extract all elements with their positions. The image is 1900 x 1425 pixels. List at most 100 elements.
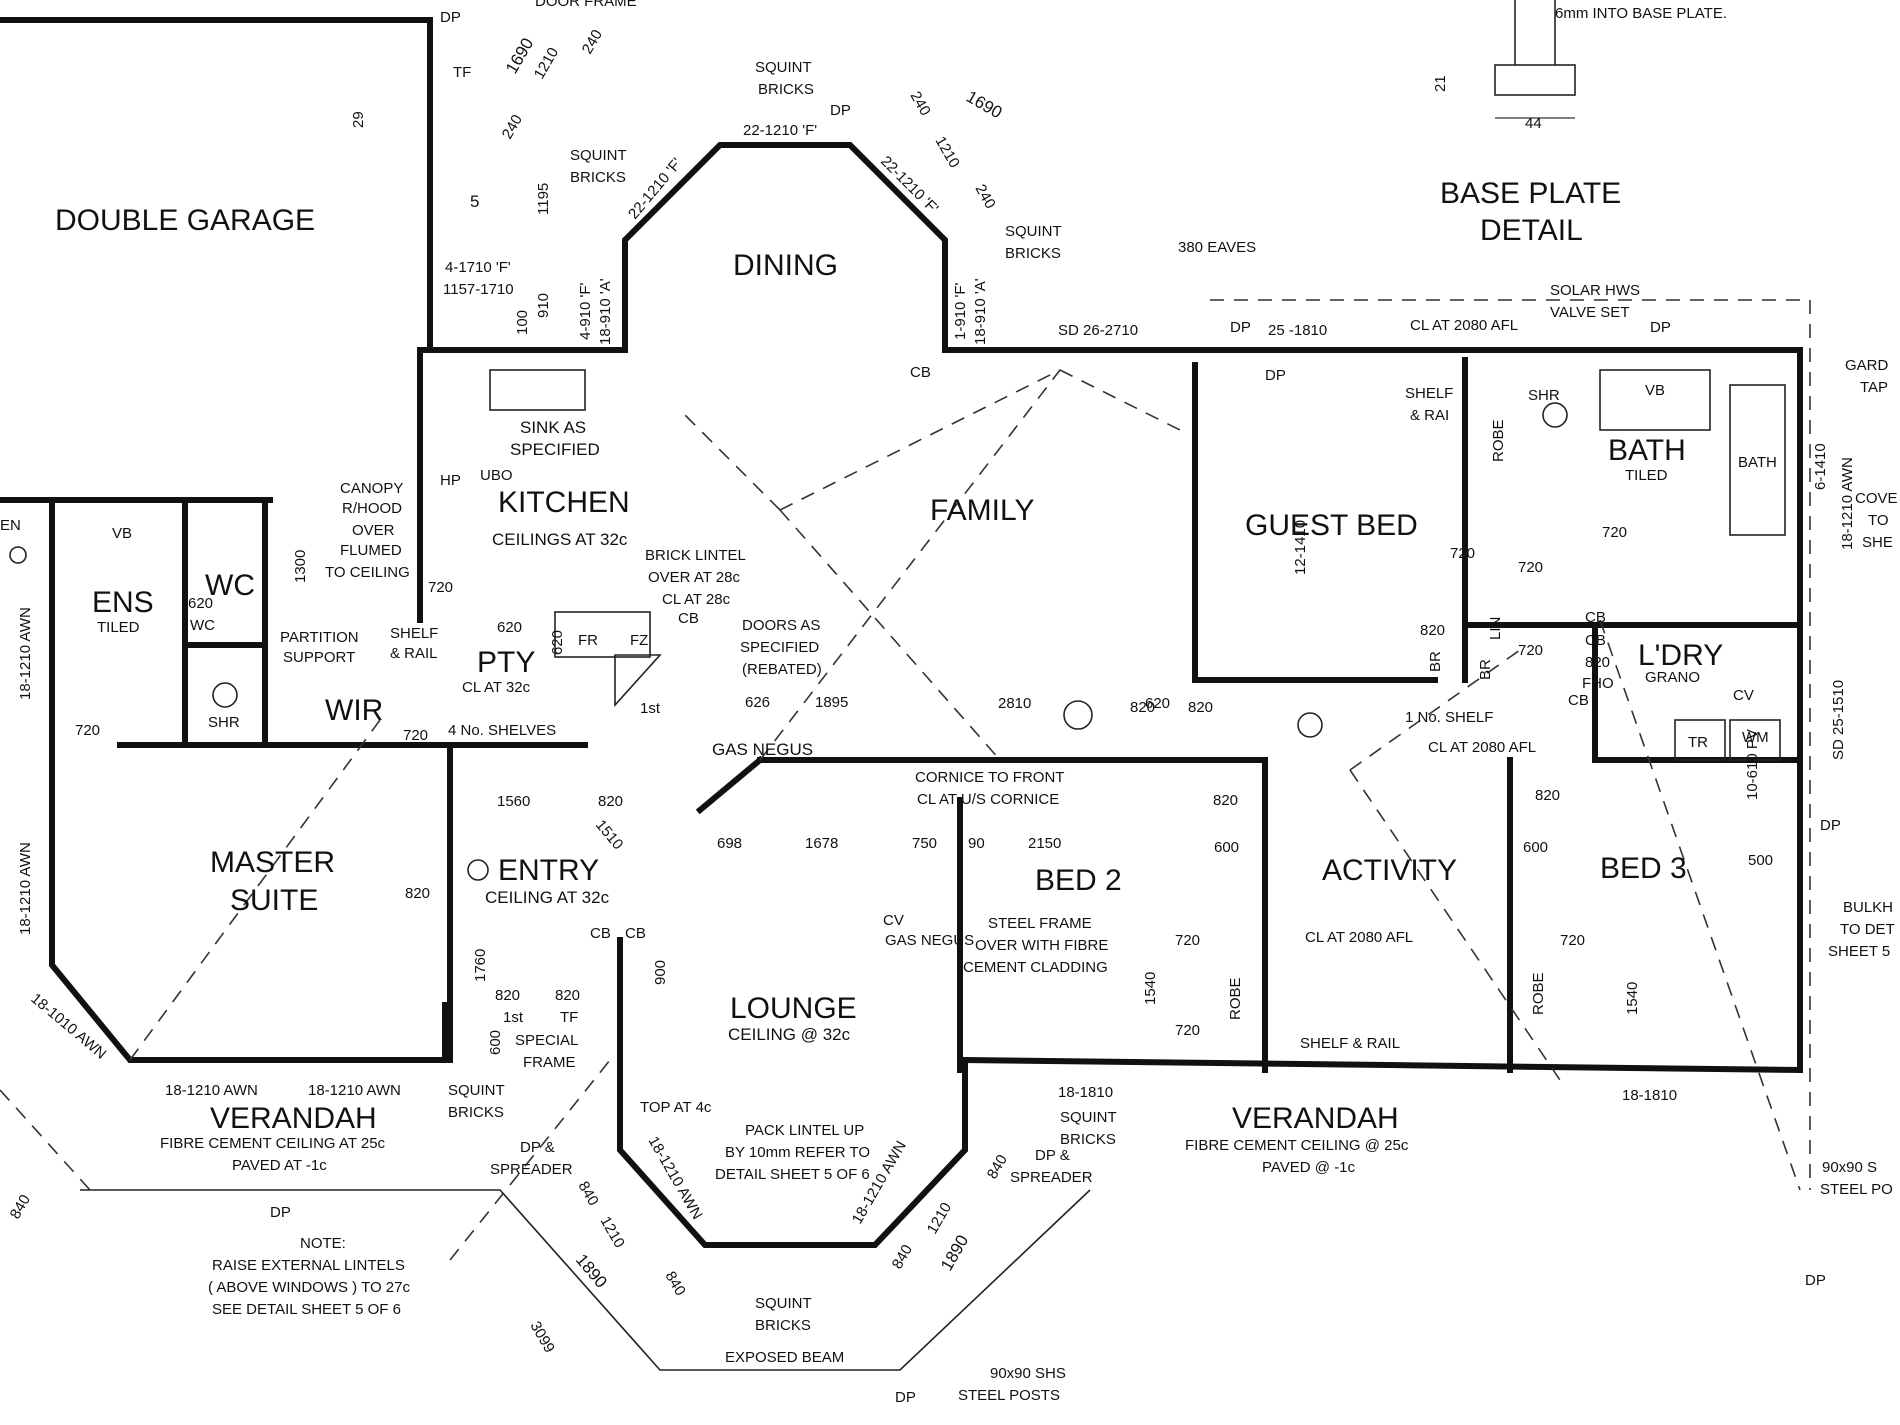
note-verandah-right-2: PAVED @ -1c xyxy=(1262,1159,1356,1176)
note-steel-2: OVER WITH FIBRE xyxy=(975,937,1108,954)
window-w2: 18-1210 AWN xyxy=(17,842,34,935)
code-num5: 5 xyxy=(470,192,479,211)
note-squint-br: SQUINT xyxy=(1060,1109,1117,1126)
note-bulkhead-3: SHEET 5 xyxy=(1828,943,1890,960)
dim-1300: 1300 xyxy=(292,550,309,583)
code-dp5: DP xyxy=(1265,367,1286,384)
note-bath-tiled: TILED xyxy=(1625,467,1668,484)
dim-840a: 840 xyxy=(575,1179,602,1209)
code-dp1: DP xyxy=(440,9,461,26)
note-shelf: SHELF xyxy=(390,625,438,642)
code-cv1: CV xyxy=(1733,687,1754,704)
note-pty-ceiling: CL AT 32c xyxy=(462,679,531,696)
window-w19: SD 26-2710 xyxy=(1058,322,1138,339)
dim-240c: 240 xyxy=(907,89,934,119)
note-exposed-beam: EXPOSED BEAM xyxy=(725,1349,844,1366)
note-verandah-left-1: FIBRE CEMENT CEILING AT 25c xyxy=(160,1135,386,1152)
code-robe1: ROBE xyxy=(1227,977,1244,1020)
note-shelf-rail-act: SHELF & RAIL xyxy=(1300,1035,1400,1052)
note-lintel-1: BRICK LINTEL xyxy=(645,547,746,564)
note-squint-right: SQUINT xyxy=(1005,223,1062,240)
note-sink2: SPECIFIED xyxy=(510,440,600,459)
note-cornice-2: CL AT U/S CORNICE xyxy=(917,791,1059,808)
note-gas-negus: GAS NEGUS xyxy=(712,740,813,759)
code-dp4: DP xyxy=(1650,319,1671,336)
dim-720a: 720 xyxy=(75,722,100,739)
dim-626: 626 xyxy=(745,694,770,711)
note-gas-negus-2: GAS NEGUS xyxy=(885,932,974,949)
window-w5: 18-1210 AWN xyxy=(308,1082,401,1099)
room-master-1: MASTER xyxy=(210,846,335,879)
dim-750: 750 xyxy=(912,835,937,852)
code-fr: FR xyxy=(578,632,598,649)
dim-1195: 1195 xyxy=(535,183,552,215)
note-cornice-1: CORNICE TO FRONT xyxy=(915,769,1064,786)
code-dp8: DP xyxy=(895,1389,916,1406)
note-squint-right2: BRICKS xyxy=(1005,245,1061,262)
code-cb4: CB xyxy=(625,925,646,942)
code-620k: 620 xyxy=(497,619,522,636)
dim-720h: 720 xyxy=(1175,1022,1200,1039)
note-doors-2: SPECIFIED xyxy=(740,639,819,656)
room-verandah-left: VERANDAH xyxy=(210,1102,377,1135)
note-canopy-2: R/HOOD xyxy=(342,500,402,517)
code-tf2: TF xyxy=(560,1009,578,1026)
note-pack-1: PACK LINTEL UP xyxy=(745,1122,864,1139)
room-lounge: LOUNGE xyxy=(730,992,857,1025)
room-double-garage: DOUBLE GARAGE xyxy=(55,204,315,237)
dim-820d: 820 xyxy=(1213,792,1238,809)
window-w17: 4-1710 'F' xyxy=(445,259,511,276)
window-w18: 1157-1710 xyxy=(443,281,514,298)
note-squint-bl2: BRICKS xyxy=(448,1104,504,1121)
room-dining: DINING xyxy=(733,249,838,282)
note-title: NOTE: xyxy=(300,1235,346,1252)
dim-720i: 720 xyxy=(1560,932,1585,949)
room-pty: PTY xyxy=(477,646,535,679)
window-w15: 1-910 'F' xyxy=(952,282,969,340)
code-cv2: CV xyxy=(883,912,904,929)
code-wm: WM xyxy=(1742,729,1769,746)
dim-620: 620 xyxy=(1145,695,1170,712)
dim-820c: 820 xyxy=(1188,699,1213,716)
code-wc: WC xyxy=(190,617,215,634)
note-squint-left: SQUINT xyxy=(570,147,627,164)
dim-10-610pv: 10-610 PV xyxy=(1744,729,1761,800)
note-garden: GARD xyxy=(1845,357,1889,374)
room-family: FAMILY xyxy=(930,494,1034,527)
dim-100: 100 xyxy=(514,310,531,335)
note-cove-1: COVE xyxy=(1855,490,1898,507)
code-ens: EN xyxy=(0,517,21,534)
note-sd-right: SD 25-1510 xyxy=(1830,680,1847,760)
dim-240a: 240 xyxy=(579,27,606,57)
code-cb2: CB xyxy=(678,610,699,627)
code-fho: FHO xyxy=(1582,675,1614,692)
dim-2150: 2150 xyxy=(1028,835,1061,852)
dim-1540b: 1540 xyxy=(1624,982,1641,1015)
window-w8: 18-1810 xyxy=(1058,1084,1113,1101)
dim-900: 900 xyxy=(652,960,669,985)
code-br2: BR xyxy=(1477,659,1494,680)
dim-820g: 820 xyxy=(1585,654,1610,671)
note-doors-3: (REBATED) xyxy=(742,661,822,678)
dim-1760: 1760 xyxy=(472,949,489,982)
window-w4: 18-1210 AWN xyxy=(165,1082,258,1099)
code-tr: TR xyxy=(1688,734,1708,751)
base-plate-detail-sketch xyxy=(1494,0,1576,119)
note-partition-2: SUPPORT xyxy=(283,649,355,666)
note-one-shelf: 1 No. SHELF xyxy=(1405,709,1493,726)
code-rail: & RAI xyxy=(1410,407,1449,424)
dim-1210d-v: 12-1410 xyxy=(1292,520,1309,575)
dim-1210c: 1210 xyxy=(597,1214,628,1251)
code-620pty: 620 xyxy=(549,630,566,655)
room-wc: WC xyxy=(205,569,255,602)
dim-720e: 720 xyxy=(1518,559,1543,576)
dim-840b: 840 xyxy=(662,1269,689,1299)
window-w1: 18-1210 AWN xyxy=(17,607,34,700)
note-canopy-3: OVER xyxy=(352,522,395,539)
dim-1678: 1678 xyxy=(805,835,838,852)
note-top: TOP AT 4c xyxy=(640,1099,712,1116)
code-dp3: DP xyxy=(1230,319,1251,336)
dim-600c: 600 xyxy=(487,1030,504,1055)
note-verandah-left-2: PAVED AT -1c xyxy=(232,1157,327,1174)
